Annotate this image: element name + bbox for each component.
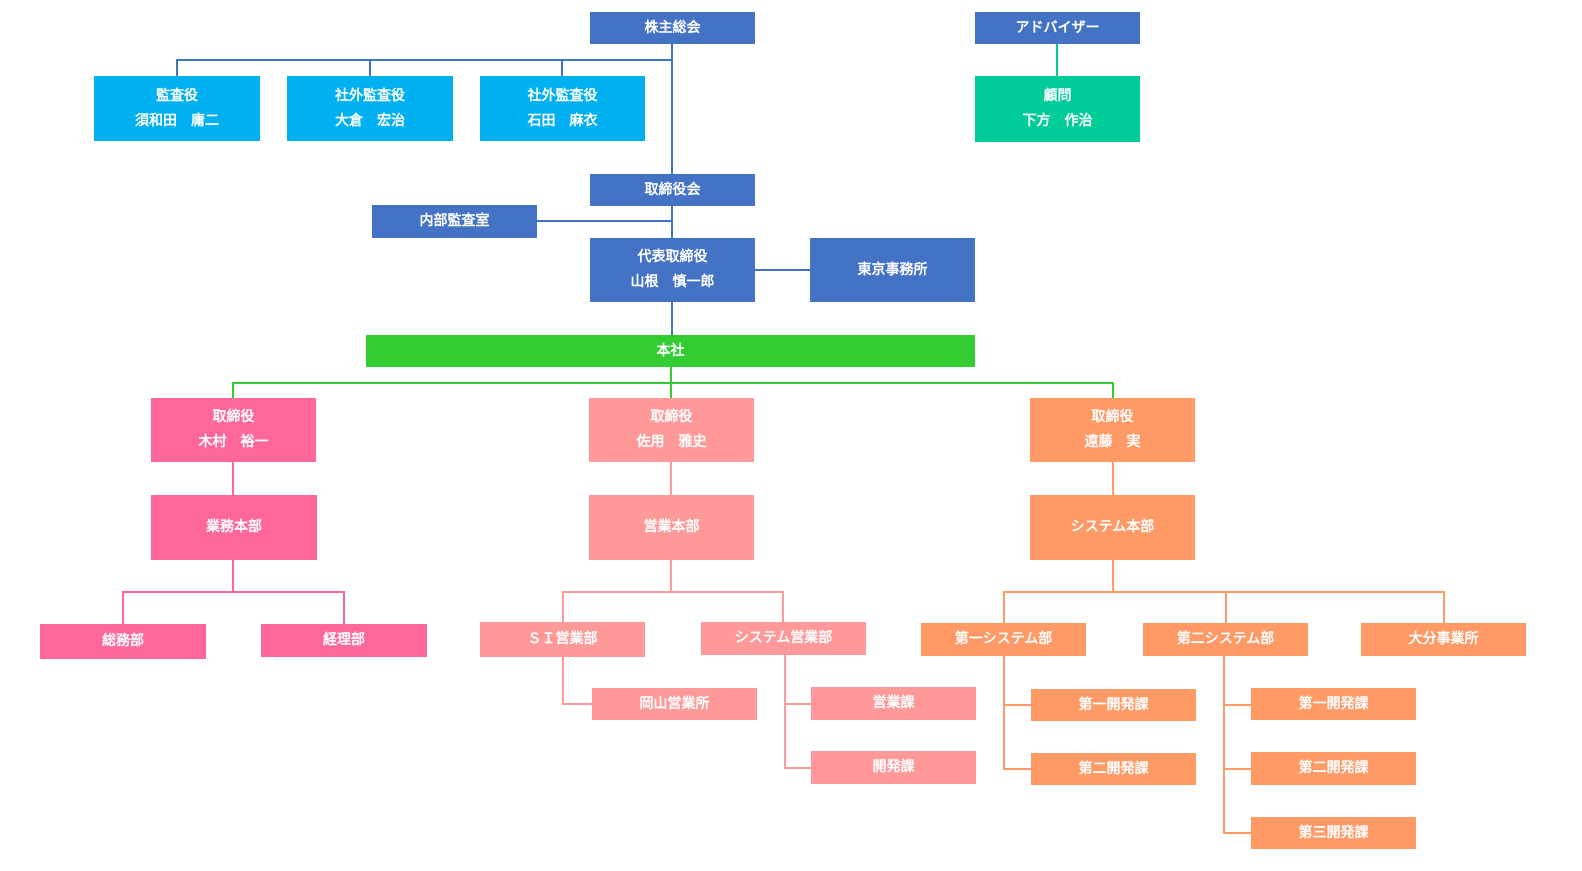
tokyo-office-label: 東京事務所 [857,261,928,278]
line-system-2-devs [1223,656,1251,834]
line-head-office-bus [232,382,1114,398]
shareholders-meeting-label: 株主総会 [644,19,701,36]
system-2-dev-2-box: 第二開発課 [1251,752,1416,785]
center-director-title: 取締役 [650,409,693,425]
line-system-sales-sections [784,655,811,769]
system-2-dev-1-label: 第一開発課 [1298,695,1369,712]
system-2-dev-2-label: 第二開発課 [1298,760,1369,776]
counselor-box: 顧問 下方 作治 [975,76,1140,142]
system-dept-2-box: 第二システム部 [1143,623,1308,656]
sales-division-label: 営業本部 [643,519,700,535]
oita-office-label: 大分事業所 [1408,631,1479,647]
system-dept-1-box: 第一システム部 [921,623,1086,656]
auditor-box: 監査役 須和田 庸二 [94,76,260,141]
external-auditor-2-box: 社外監査役 石田 麻衣 [480,76,645,141]
auditor-person: 須和田 庸二 [135,112,219,129]
system-2-dev-3-label: 第三開発課 [1298,824,1369,841]
system-division-box: システム本部 [1030,495,1195,560]
tokyo-office-box: 東京事務所 [810,238,975,302]
line-auditors-bus [176,59,672,76]
dev-section-box: 開発課 [811,751,976,784]
si-sales-label: ＳＩ営業部 [527,631,598,647]
shareholders-meeting-box: 株主総会 [590,12,755,44]
external-auditor-2-person: 石田 麻衣 [527,112,598,129]
internal-audit-box: 内部監査室 [372,205,537,238]
si-sales-box: ＳＩ営業部 [480,622,645,657]
oita-office-box: 大分事業所 [1361,623,1526,656]
line-center-depts-bus [562,591,784,622]
accounting-box: 経理部 [261,624,427,657]
right-director-person: 遠藤 実 [1084,434,1141,450]
auditor-title: 監査役 [156,87,198,104]
center-director-person: 佐用 雅史 [636,434,707,450]
sales-section-label: 営業課 [872,695,915,711]
accounting-label: 経理部 [323,632,365,648]
system-1-dev-2-box: 第二開発課 [1031,753,1196,785]
okayama-office-box: 岡山営業所 [592,688,757,720]
right-director-box: 取締役 遠藤 実 [1030,398,1195,462]
external-auditor-1-person: 大倉 宏治 [335,112,405,129]
sales-section-box: 営業課 [811,687,976,720]
left-director-title: 取締役 [212,409,255,425]
system-sales-box: システム営業部 [701,622,866,655]
ceo-box: 代表取締役 山根 慎一郎 [590,238,755,302]
advisor-label: アドバイザー [1015,19,1100,36]
board-box: 取締役会 [590,174,755,206]
advisor-box: アドバイザー [975,12,1140,44]
line-left-depts-bus [122,591,345,624]
system-2-dev-3-box: 第三開発課 [1251,817,1416,849]
left-director-person: 木村 裕一 [198,434,269,450]
business-division-box: 業務本部 [151,495,317,560]
line-system-1-devs [1003,656,1031,770]
sales-division-box: 営業本部 [589,495,754,560]
head-office-label: 本社 [656,342,685,359]
system-2-dev-1-box: 第一開発課 [1251,688,1416,720]
ceo-person: 山根 慎一郎 [630,274,715,290]
general-affairs-box: 総務部 [40,624,206,659]
external-auditor-1-title: 社外監査役 [335,87,405,104]
system-division-label: システム本部 [1070,519,1155,535]
system-1-dev-2-label: 第二開発課 [1078,760,1149,777]
head-office-box: 本社 [366,335,975,367]
dev-section-label: 開発課 [872,759,915,775]
internal-audit-label: 内部監査室 [419,213,490,229]
external-auditor-2-title: 社外監査役 [527,87,598,104]
business-division-label: 業務本部 [206,519,262,535]
general-affairs-label: 総務部 [102,633,144,649]
system-1-dev-1-label: 第一開発課 [1078,696,1149,713]
center-director-box: 取締役 佐用 雅史 [589,398,754,462]
system-dept-2-label: 第二システム部 [1176,631,1275,647]
right-director-title: 取締役 [1091,409,1134,425]
okayama-office-label: 岡山営業所 [639,695,710,712]
system-1-dev-1-box: 第一開発課 [1031,689,1196,721]
external-auditor-1-box: 社外監査役 大倉 宏治 [287,76,453,141]
counselor-title: 顧問 [1043,88,1072,104]
system-sales-label: システム営業部 [734,630,833,646]
left-director-box: 取締役 木村 裕一 [151,398,316,462]
counselor-person: 下方 作治 [1022,113,1093,129]
ceo-title: 代表取締役 [637,249,708,265]
board-label: 取締役会 [644,181,701,198]
line-okayama [562,657,592,705]
system-dept-1-label: 第一システム部 [954,631,1053,647]
line-right-depts-bus [1003,591,1445,623]
